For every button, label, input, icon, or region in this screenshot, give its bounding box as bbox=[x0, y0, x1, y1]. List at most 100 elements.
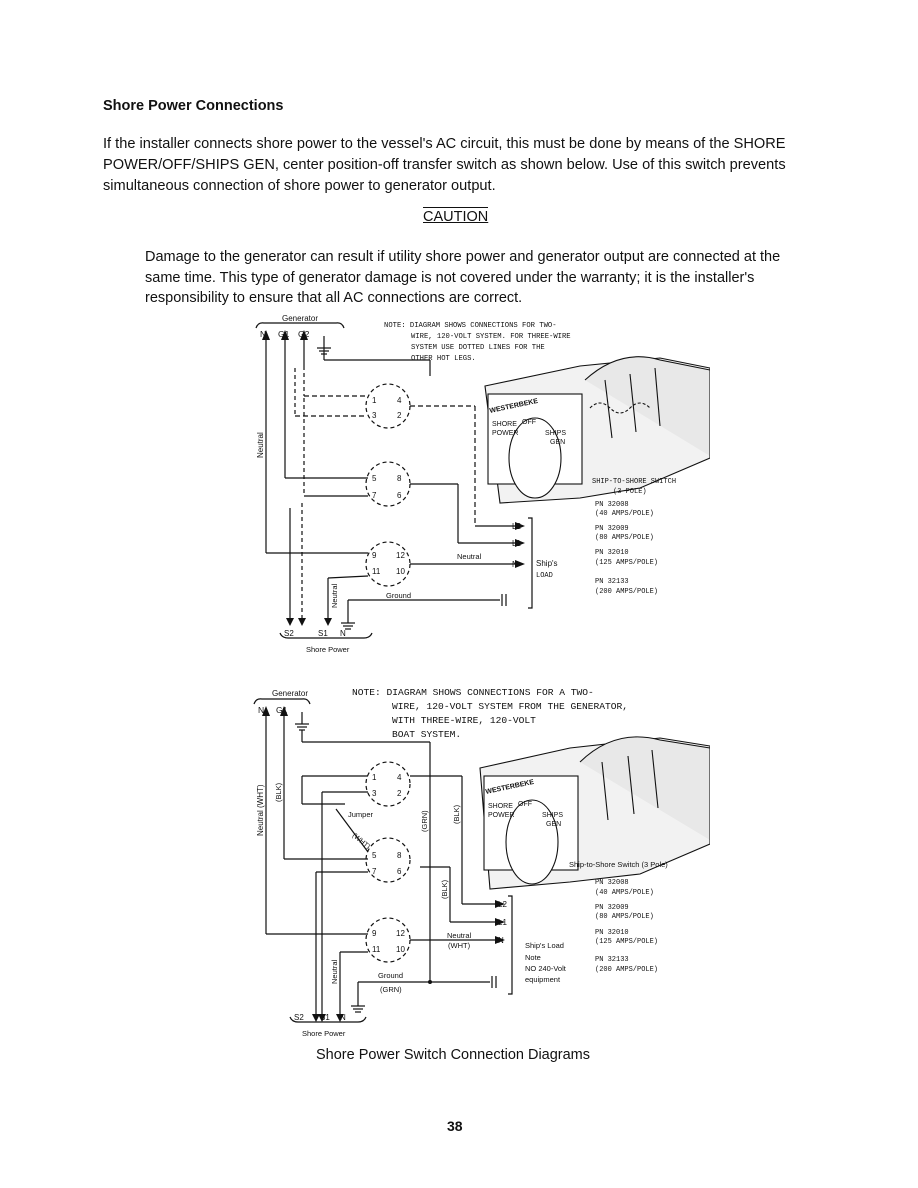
d2-load-l2: L2 bbox=[498, 900, 507, 909]
d2-rating-4: (200 AMPS/POLE) bbox=[595, 966, 658, 974]
d2-no-240: NO 240-Volt bbox=[525, 964, 567, 973]
d2-ground: Ground bbox=[378, 971, 403, 980]
section-heading: Shore Power Connections bbox=[103, 98, 284, 114]
d1-rating-1: (40 AMPS/POLE) bbox=[595, 510, 654, 518]
d1-term-2: 2 bbox=[397, 411, 402, 420]
d2-note-line1: NOTE: DIAGRAM SHOWS CONNECTIONS FOR A TW… bbox=[352, 687, 594, 698]
d1-gen-g2: G2 bbox=[298, 329, 310, 339]
d2-term-3: 3 bbox=[372, 789, 377, 798]
d2-grn-low: (GRN) bbox=[380, 985, 402, 994]
d2-term-12: 12 bbox=[396, 929, 405, 938]
d2-pn-1: PN 32008 bbox=[595, 879, 629, 887]
d1-pn-1: PN 32008 bbox=[595, 501, 629, 509]
d1-neutral-mid: Neutral bbox=[457, 552, 482, 561]
d1-gen-n: N bbox=[260, 329, 266, 339]
d2-shore-s1: S1 bbox=[320, 1013, 330, 1022]
d1-load: LOAD bbox=[536, 572, 553, 580]
d2-term-1: 1 bbox=[372, 773, 377, 782]
d2-gen-n: N bbox=[258, 705, 264, 715]
d1-pn-3: PN 32010 bbox=[595, 549, 629, 557]
d2-neutral-wht: Neutral (WHT) bbox=[256, 784, 265, 836]
d1-neutral-vertical: Neutral bbox=[330, 583, 339, 608]
d1-rating-2: (80 AMPS/POLE) bbox=[595, 534, 654, 542]
wiring-diagram-1: Generator N G1 G2 NOTE: DIAGRAM SHOWS CO… bbox=[255, 314, 710, 654]
d1-term-6: 6 bbox=[397, 491, 402, 500]
d1-load-l1: L1 bbox=[512, 539, 521, 548]
d1-load-n: N bbox=[512, 560, 518, 569]
d2-neutral-mid: Neutral bbox=[447, 931, 472, 940]
d2-load-l1: L1 bbox=[498, 918, 507, 927]
d1-term-4: 4 bbox=[397, 396, 402, 405]
d2-blk-mid: (BLK) bbox=[452, 804, 461, 824]
d2-face-power: POWER bbox=[488, 812, 514, 819]
d1-face-ships: SHIPS bbox=[545, 430, 566, 437]
d1-pn-4: PN 32133 bbox=[595, 578, 629, 586]
d1-ground: Ground bbox=[386, 591, 411, 600]
d2-rating-3: (125 AMPS/POLE) bbox=[595, 938, 658, 946]
d1-term-12: 12 bbox=[396, 551, 405, 560]
d1-pn-2: PN 32009 bbox=[595, 525, 629, 533]
d1-face-shore: SHORE bbox=[492, 421, 517, 428]
d1-shore-s1: S1 bbox=[318, 629, 328, 638]
d2-term-10: 10 bbox=[396, 945, 405, 954]
d1-neutral-left: Neutral bbox=[256, 432, 265, 458]
d2-term-8: 8 bbox=[397, 851, 402, 860]
d1-note-line2: WIRE, 120-VOLT SYSTEM. FOR THREE-WIRE bbox=[411, 333, 571, 341]
d2-term-4: 4 bbox=[397, 773, 402, 782]
d2-term-11: 11 bbox=[372, 945, 381, 954]
d1-term-7: 7 bbox=[372, 491, 377, 500]
d2-jumper: Jumper bbox=[348, 810, 374, 819]
d1-switch-pole: (3 POLE) bbox=[613, 488, 647, 496]
d2-generator-label: Generator bbox=[272, 689, 308, 698]
d1-term-3: 3 bbox=[372, 411, 377, 420]
d1-shore-s2: S2 bbox=[284, 629, 294, 638]
d2-term-6: 6 bbox=[397, 867, 402, 876]
d2-pn-3: PN 32010 bbox=[595, 929, 629, 937]
d2-blk-low: (BLK) bbox=[440, 879, 449, 899]
d1-shore-label: Shore Power bbox=[306, 645, 350, 654]
d2-note-line3: WITH THREE-WIRE, 120-VOLT bbox=[392, 715, 536, 726]
d2-blk-left: (BLK) bbox=[274, 782, 283, 802]
d1-term-5: 5 bbox=[372, 474, 377, 483]
d1-note-line4: OTHER HOT LEGS. bbox=[411, 355, 476, 363]
wiring-diagram-2: Generator N G1 NOTE: DIAGRAM SHOWS CONNE… bbox=[253, 687, 710, 1038]
d2-shore-label: Shore Power bbox=[302, 1029, 346, 1038]
d1-note-line3: SYSTEM USE DOTTED LINES FOR THE bbox=[411, 344, 545, 352]
d1-shore-n: N bbox=[340, 629, 346, 638]
d1-term-11: 11 bbox=[372, 567, 381, 576]
d1-generator-label: Generator bbox=[282, 314, 318, 323]
d2-term-2: 2 bbox=[397, 789, 402, 798]
d1-ships: Ship's bbox=[536, 559, 558, 568]
d2-switch-title: Ship-to-Shore Switch (3 Pole) bbox=[569, 860, 668, 869]
d2-gen-g1: G1 bbox=[276, 705, 288, 715]
page-number: 38 bbox=[447, 1118, 463, 1134]
d2-pn-4: PN 32133 bbox=[595, 956, 629, 964]
d2-grn: (GRN) bbox=[420, 810, 429, 832]
d2-term-9: 9 bbox=[372, 929, 377, 938]
d2-rating-1: (40 AMPS/POLE) bbox=[595, 889, 654, 897]
d2-face-shore: SHORE bbox=[488, 803, 513, 810]
caution-title: CAUTION bbox=[423, 207, 489, 225]
d2-term-7: 7 bbox=[372, 867, 377, 876]
d1-face-power: POWER bbox=[492, 430, 518, 437]
d1-term-9: 9 bbox=[372, 551, 377, 560]
d2-shore-s2: S2 bbox=[294, 1013, 304, 1022]
d2-note-line2: WIRE, 120-VOLT SYSTEM FROM THE GENERATOR… bbox=[392, 701, 628, 712]
d2-note-line4: BOAT SYSTEM. bbox=[392, 729, 461, 740]
d1-gen-g1: G1 bbox=[278, 329, 290, 339]
d2-term-5: 5 bbox=[372, 851, 377, 860]
d1-switch-title: SHIP-TO-SHORE SWITCH bbox=[592, 478, 676, 486]
d1-term-10: 10 bbox=[396, 567, 405, 576]
d2-equipment: equipment bbox=[525, 975, 561, 984]
d2-face-gen: GEN bbox=[546, 821, 561, 828]
intro-paragraph: If the installer connects shore power to… bbox=[103, 136, 786, 194]
d2-load-n: N bbox=[498, 936, 504, 945]
caution-paragraph: Damage to the generator can result if ut… bbox=[145, 249, 781, 306]
d2-face-off: OFF bbox=[518, 801, 532, 808]
d1-face-off: OFF bbox=[522, 419, 536, 426]
d1-term-1: 1 bbox=[372, 396, 377, 405]
d1-note-line1: NOTE: DIAGRAM SHOWS CONNECTIONS FOR TWO- bbox=[384, 322, 557, 330]
figure-caption: Shore Power Switch Connection Diagrams bbox=[316, 1047, 591, 1063]
d2-note: Note bbox=[525, 953, 541, 962]
d2-rating-2: (80 AMPS/POLE) bbox=[595, 913, 654, 921]
